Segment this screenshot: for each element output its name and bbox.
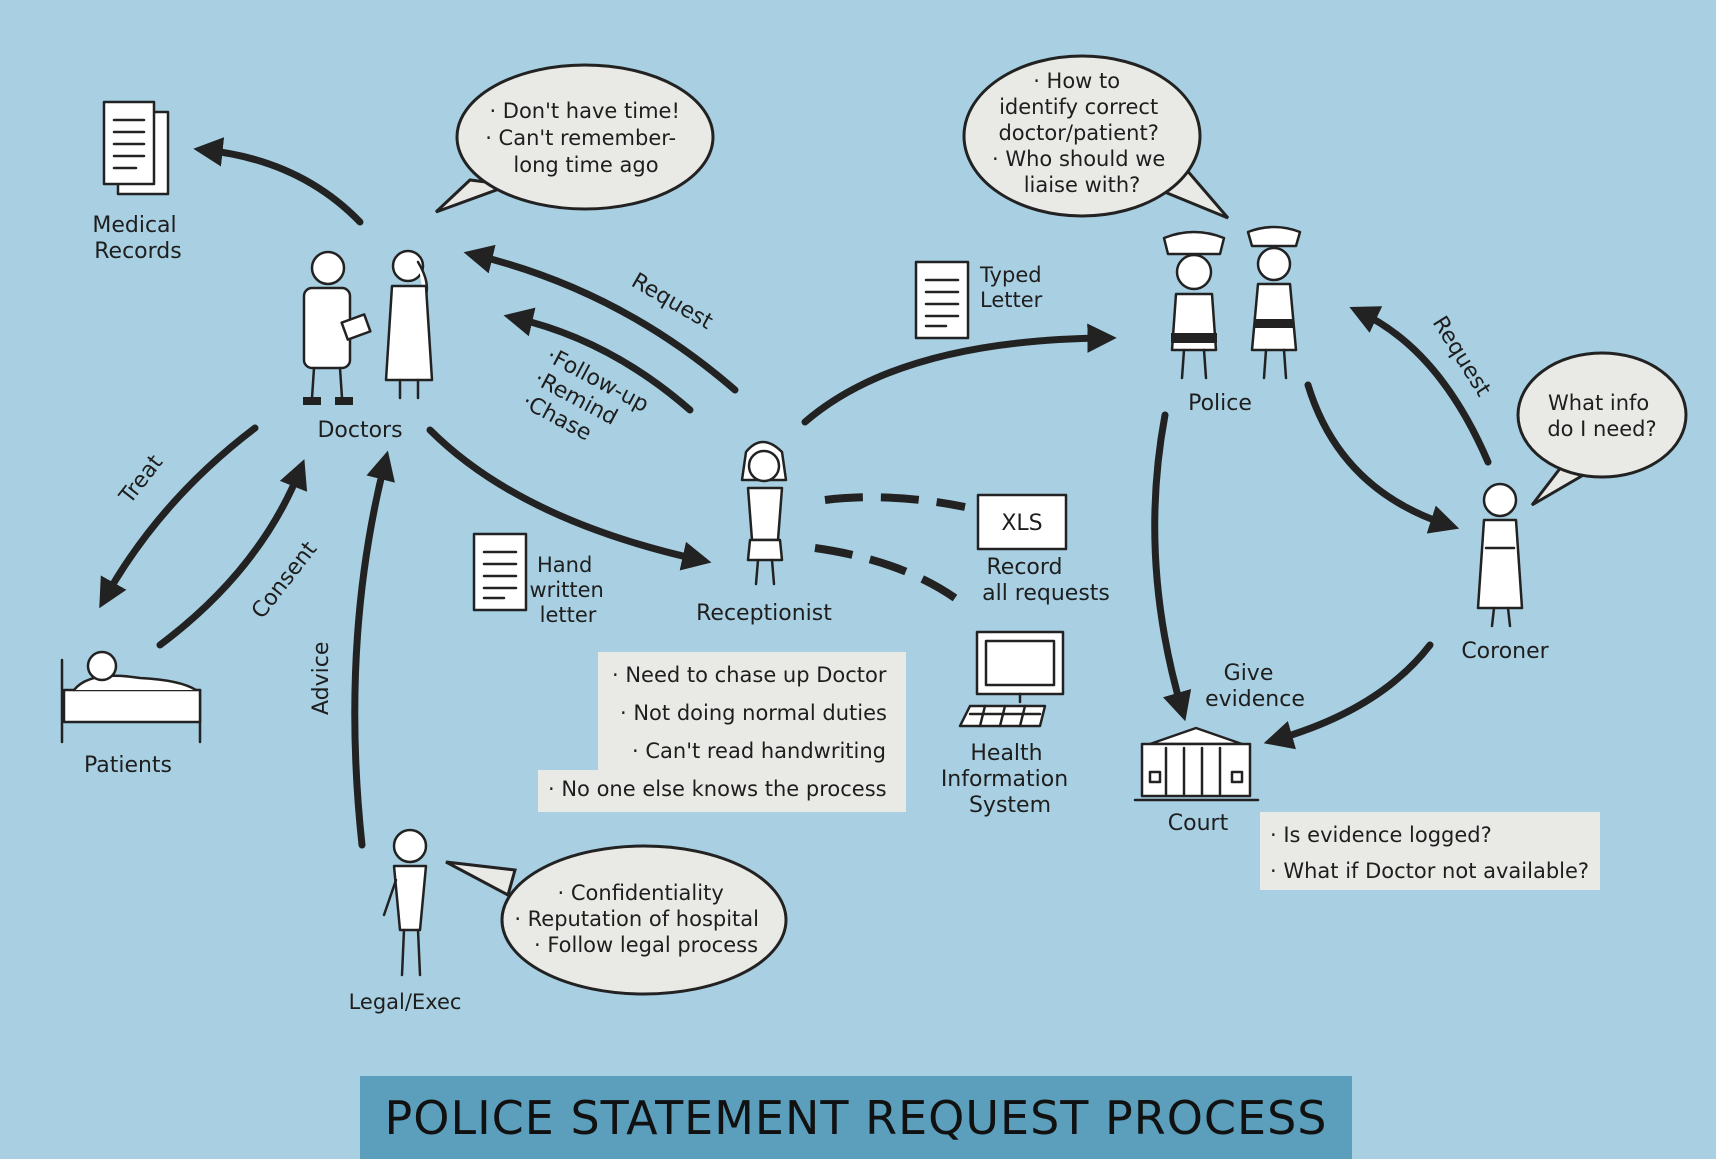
title-banner: POLICE STATEMENT REQUEST PROCESS [360, 1076, 1352, 1159]
legal-speech-bubble: · Confidentiality · Reputation of hospit… [445, 844, 788, 996]
coroner-figure [1476, 482, 1524, 628]
arrow-doctors-to-records [193, 137, 364, 226]
police-bubble-line-3: doctor/patient? [998, 121, 1158, 145]
police-bubble-line-1: · How to [1033, 69, 1120, 93]
coroner-bubble-line-1: What info [1548, 391, 1649, 415]
police-bubble-line-2: identify correct [999, 95, 1158, 119]
police-bubble-line-4: · Who should we [992, 147, 1165, 171]
xls-record-line-1: Record [986, 555, 1062, 580]
doctors-bubble-line-1: · Don't have time! [489, 99, 679, 123]
police-speech-bubble: · How to identify correct doctor/patient… [962, 54, 1230, 220]
doctors-label: Doctors [317, 418, 402, 443]
police-bubble-line-5: liaise with? [1024, 173, 1141, 197]
patient-in-bed-figure [60, 650, 202, 744]
typed-letter-label: Typed Letter [979, 263, 1048, 312]
arrow-receptionist-request-doctors [463, 244, 739, 394]
receptionist-note-line-2: · Not doing normal duties [620, 701, 887, 725]
hand-letter-line-3: letter [540, 603, 597, 627]
edge-label-request-police: Request [1427, 312, 1496, 401]
typed-letter-icon [914, 260, 970, 340]
doctors-speech-bubble: · Don't have time! · Can't remember- lon… [434, 63, 715, 214]
receptionist-figure [740, 440, 788, 586]
medical-records-line-1: Medical [92, 213, 176, 238]
hand-letter-line-1: Hand [537, 553, 592, 577]
typed-letter-line-2: Letter [980, 288, 1043, 312]
doctors-figure [302, 249, 434, 405]
legal-bubble-line-2: · Reputation of hospital [514, 907, 759, 931]
give-evidence-line-2: evidence [1205, 687, 1305, 712]
arrow-coroner-request-police [1349, 306, 1492, 466]
arrow-receptionist-followup-doctors [503, 307, 694, 414]
legal-bubble-line-1: · Confidentiality [558, 881, 724, 905]
xls-icon: XLS [976, 493, 1068, 551]
arrow-police-to-coroner [1304, 381, 1460, 534]
patients-label: Patients [84, 753, 172, 778]
handwritten-letter-label: Hand written letter [529, 553, 610, 627]
medical-records-icon [102, 100, 170, 196]
edge-label-followup: ·Follow-up ·Remind ·Chase [518, 343, 659, 467]
arrow-doctors-to-receptionist [426, 426, 712, 571]
edge-label-advice: Advice [309, 642, 334, 715]
his-label: Health Information System [941, 741, 1075, 818]
edge-label-treat: Treat [114, 450, 168, 509]
medical-records-line-2: Records [94, 239, 181, 264]
receptionist-label: Receptionist [696, 601, 832, 626]
xls-record-line-2: all requests [982, 581, 1110, 606]
doctors-bubble-line-2: · Can't remember- [485, 126, 676, 150]
coroner-bubble-line-2: do I need? [1547, 417, 1656, 441]
computer-icon [958, 630, 1065, 728]
his-line-3: System [969, 793, 1051, 818]
police-label: Police [1188, 391, 1252, 416]
his-line-1: Health [970, 741, 1042, 766]
give-evidence-line-1: Give [1224, 661, 1274, 686]
receptionist-note-line-4: · No one else knows the process [548, 777, 887, 801]
svg-text:· Need to chase up Doctor: · Need to chase up Doctor · Not doing no… [548, 663, 894, 801]
medical-records-label: Medical Records [92, 213, 183, 264]
svg-text:· Is evidence logged? ·: · Is evidence logged? · What if Doctor n… [1270, 823, 1589, 883]
court-building-icon [1133, 726, 1260, 802]
arrow-police-to-court [1151, 411, 1192, 722]
legal-exec-figure [382, 828, 428, 977]
court-note-line-2: · What if Doctor not available? [1270, 859, 1589, 883]
arrows [99, 137, 1492, 849]
receptionist-notes-box: · Need to chase up Doctor · Not doing no… [538, 652, 906, 812]
svg-text:What info do I need?: What info do I need? [1547, 391, 1656, 441]
legal-bubble-line-3: · Follow legal process [534, 933, 758, 957]
receptionist-note-line-3: · Can't read handwriting [632, 739, 886, 763]
court-notes-box: · Is evidence logged? · What if Doctor n… [1260, 812, 1600, 890]
handwritten-letter-icon [472, 532, 528, 612]
arrow-coroner-give-evidence-court [1263, 641, 1434, 750]
svg-text:· Don't have time! · Can: · Don't have time! · Can't remember- lon… [485, 99, 686, 177]
arrow-patients-consent-doctors [156, 459, 308, 649]
typed-letter-line-1: Typed [979, 263, 1042, 287]
xls-record-label: Record all requests [982, 555, 1110, 606]
coroner-label: Coroner [1461, 639, 1549, 664]
svg-text:· Confidentiality · Repu: · Confidentiality · Reputation of hospit… [514, 881, 765, 957]
court-note-line-1: · Is evidence logged? [1270, 823, 1492, 847]
coroner-speech-bubble: What info do I need? [1516, 351, 1688, 507]
svg-text:· How to identify correc: · How to identify correct doctor/patient… [992, 69, 1172, 197]
court-label: Court [1168, 811, 1229, 836]
legal-exec-label: Legal/Exec [349, 990, 462, 1014]
dashed-link-his [814, 544, 958, 602]
hand-letter-line-2: written [529, 578, 603, 602]
page-title: POLICE STATEMENT REQUEST PROCESS [385, 1091, 1328, 1145]
arrow-receptionist-to-police [801, 323, 1117, 426]
edge-label-give-evidence: Give evidence [1205, 661, 1305, 712]
svg-text:XLS: XLS [1001, 511, 1042, 536]
arrow-doctors-treat-patients [99, 424, 259, 609]
doctors-bubble-line-3: long time ago [513, 153, 658, 177]
dashed-link-xls [824, 493, 966, 511]
his-line-2: Information [941, 767, 1068, 792]
arrow-legal-advice-doctors [351, 450, 395, 849]
receptionist-note-line-1: · Need to chase up Doctor [612, 663, 887, 687]
police-figure [1162, 225, 1302, 380]
